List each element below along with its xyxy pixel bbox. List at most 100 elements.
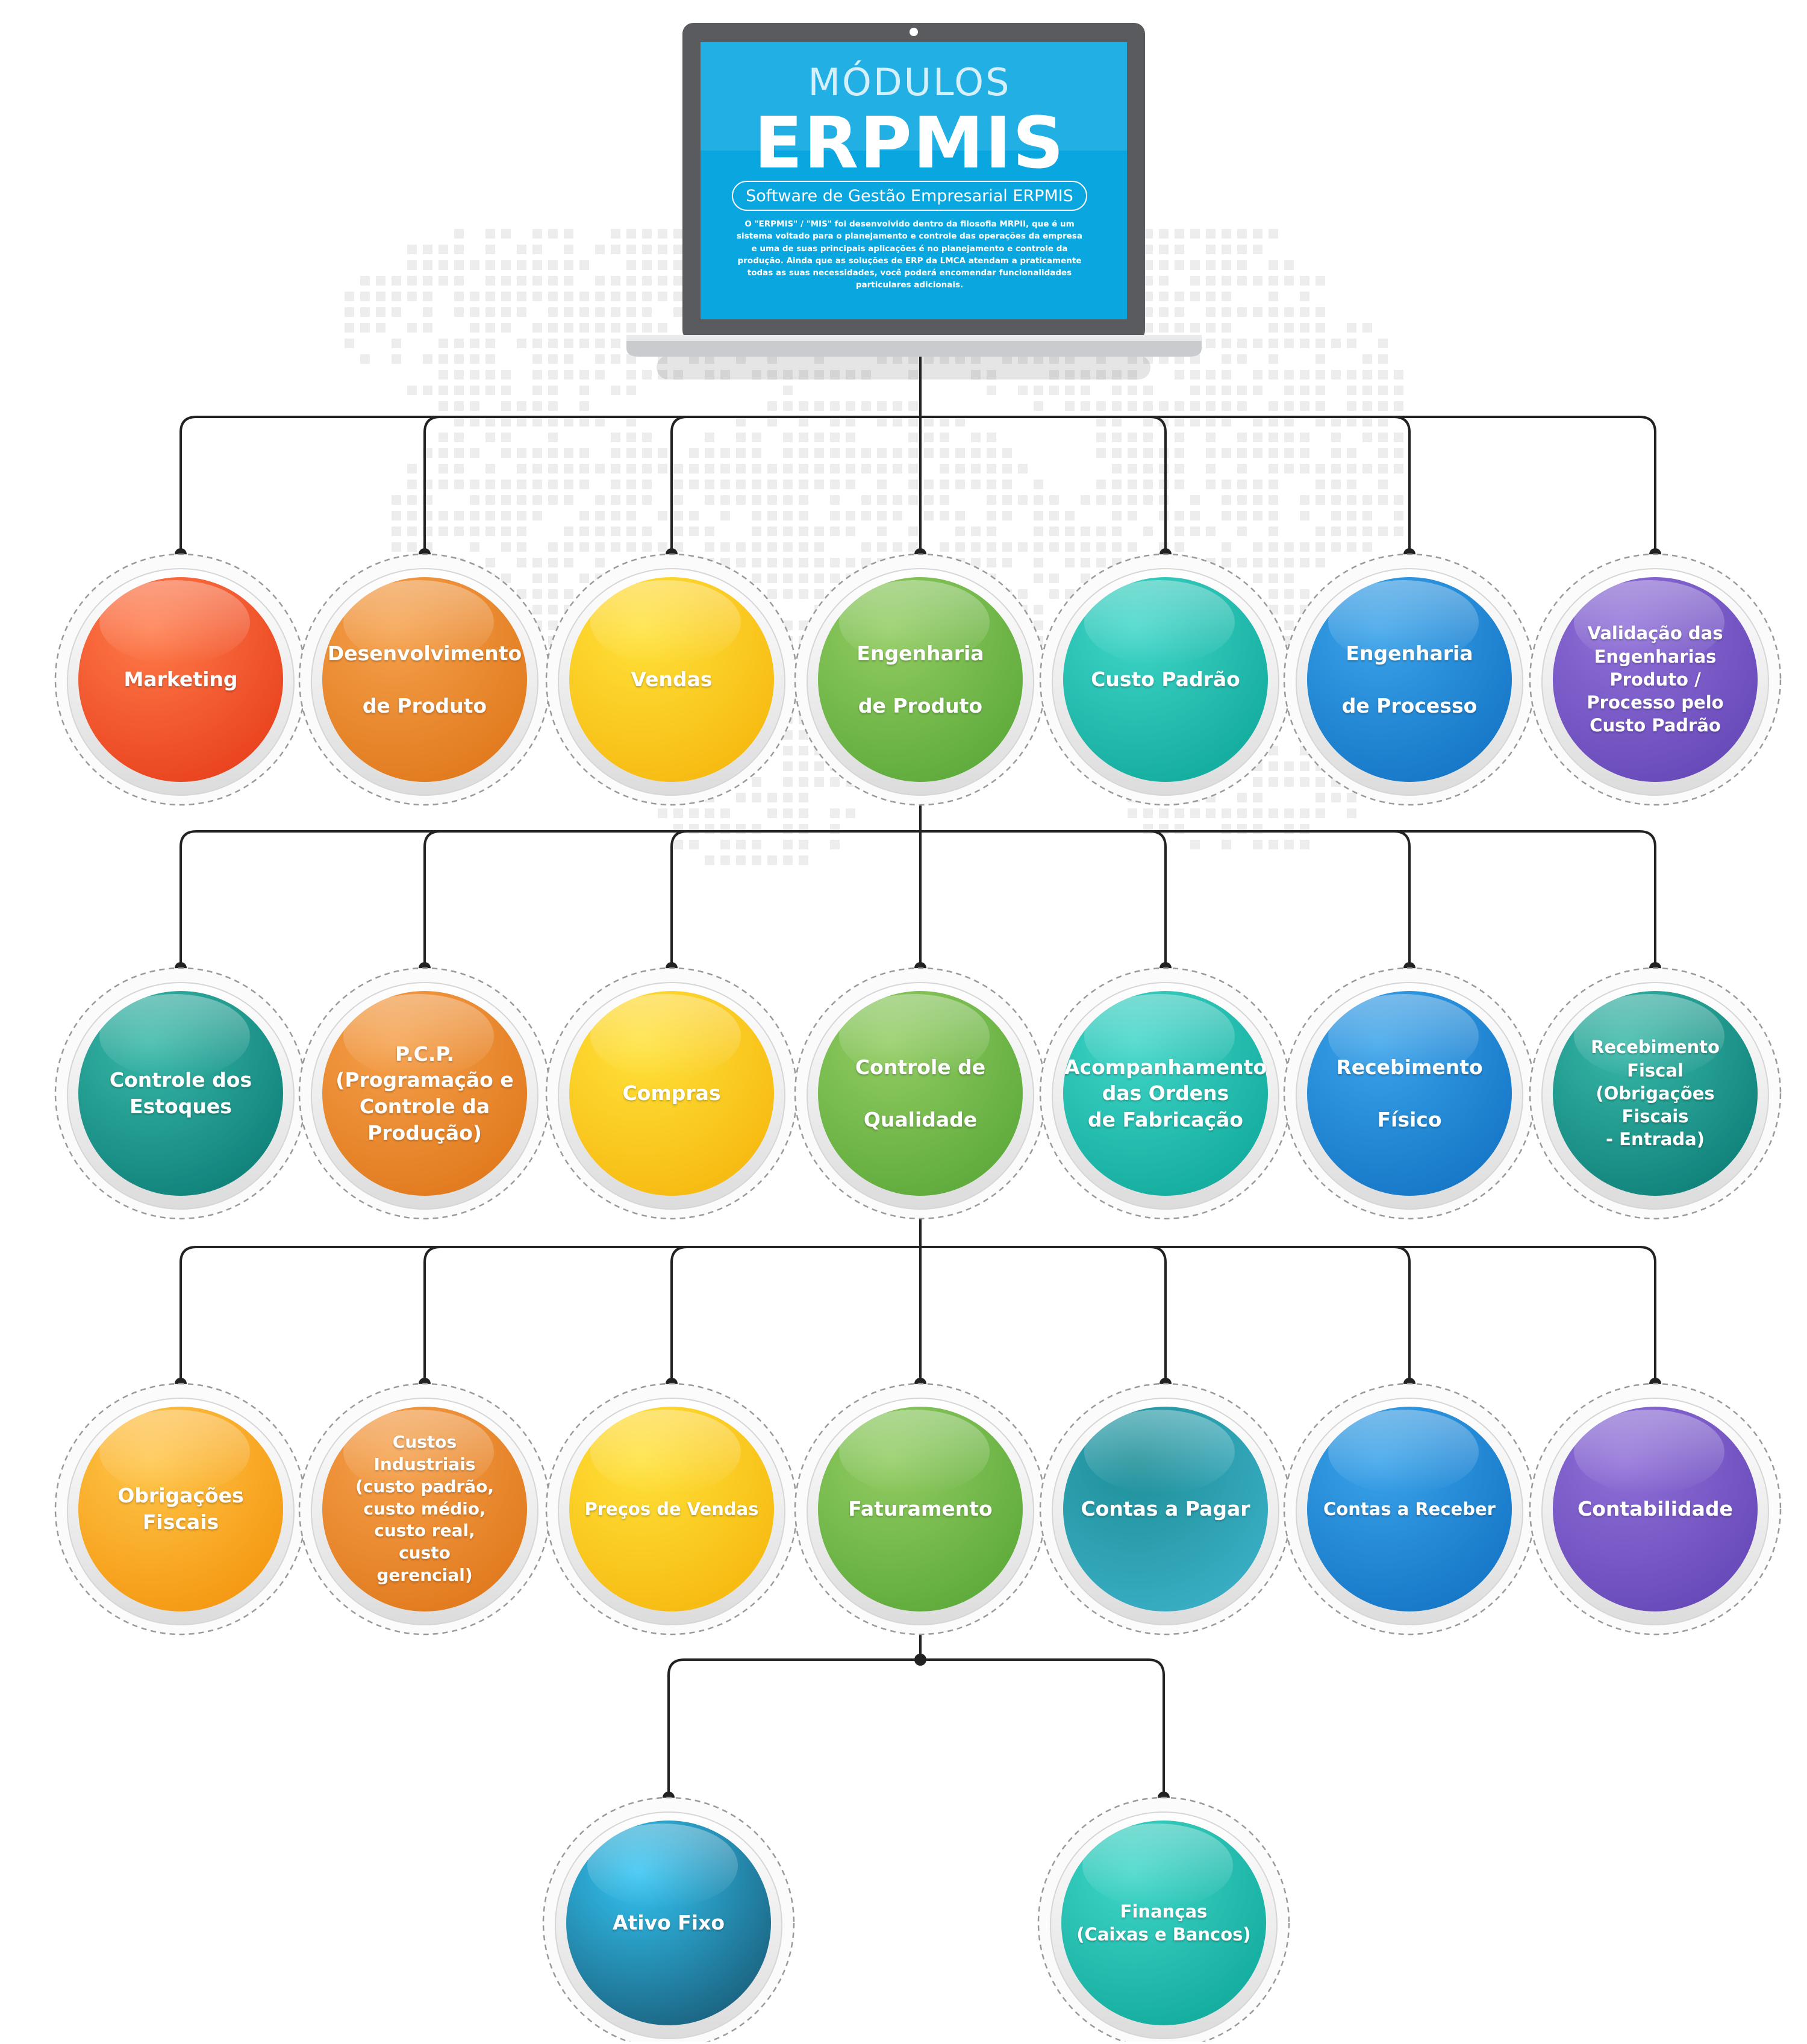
map-dot bbox=[767, 401, 777, 411]
map-dot bbox=[1206, 245, 1216, 254]
map-dot bbox=[752, 855, 761, 865]
map-dot bbox=[579, 339, 589, 348]
map-dot bbox=[1362, 370, 1372, 380]
map-dot bbox=[470, 401, 479, 411]
map-dot bbox=[345, 292, 354, 301]
map-dot bbox=[1206, 370, 1216, 380]
map-dot bbox=[846, 808, 855, 818]
module-node[interactable] bbox=[54, 553, 307, 806]
module-node[interactable] bbox=[1283, 1383, 1536, 1636]
map-dot bbox=[595, 339, 605, 348]
map-dot bbox=[752, 542, 761, 552]
map-dot bbox=[1347, 417, 1356, 427]
map-dot bbox=[720, 511, 730, 520]
connector-line bbox=[670, 1246, 688, 1384]
map-dot bbox=[579, 527, 589, 536]
map-dot bbox=[532, 245, 542, 254]
map-dot bbox=[783, 370, 793, 380]
map-dot bbox=[1222, 808, 1231, 818]
map-dot bbox=[1159, 495, 1169, 505]
module-node[interactable] bbox=[1529, 1383, 1782, 1636]
module-node[interactable] bbox=[794, 1383, 1047, 1636]
map-dot bbox=[470, 370, 479, 380]
map-dot bbox=[1112, 433, 1122, 442]
map-dot bbox=[532, 260, 542, 270]
map-dot bbox=[1394, 511, 1403, 520]
module-node[interactable] bbox=[1529, 967, 1782, 1220]
map-dot bbox=[1143, 307, 1153, 317]
map-dot bbox=[1175, 542, 1184, 552]
map-dot bbox=[360, 307, 370, 317]
map-dot bbox=[423, 245, 432, 254]
map-dot bbox=[517, 527, 526, 536]
map-dot bbox=[517, 558, 526, 567]
map-dot bbox=[1112, 464, 1122, 473]
module-node[interactable] bbox=[1529, 553, 1782, 806]
map-dot bbox=[1237, 276, 1247, 286]
map-dot bbox=[579, 401, 589, 411]
map-dot bbox=[438, 511, 448, 520]
laptop-shadow bbox=[657, 355, 1150, 380]
map-dot bbox=[1237, 245, 1247, 254]
map-dot bbox=[830, 417, 840, 427]
module-node[interactable] bbox=[1283, 553, 1536, 806]
map-dot bbox=[1300, 840, 1309, 849]
map-dot bbox=[1190, 511, 1200, 520]
map-dot bbox=[1331, 480, 1341, 489]
module-node[interactable] bbox=[545, 967, 798, 1220]
module-node[interactable] bbox=[1039, 553, 1292, 806]
map-dot bbox=[564, 354, 573, 364]
map-dot bbox=[720, 480, 730, 489]
module-node[interactable] bbox=[1039, 1383, 1292, 1636]
map-dot bbox=[1269, 480, 1278, 489]
module-node[interactable] bbox=[545, 1383, 798, 1636]
map-dot bbox=[908, 417, 918, 427]
connector-line bbox=[667, 1658, 685, 1798]
map-dot bbox=[1190, 229, 1200, 239]
map-dot bbox=[532, 464, 542, 473]
map-dot bbox=[1300, 448, 1309, 458]
map-dot bbox=[720, 808, 730, 818]
map-dot bbox=[438, 276, 448, 286]
map-dot bbox=[517, 464, 526, 473]
module-node[interactable] bbox=[298, 967, 551, 1220]
map-dot bbox=[1269, 370, 1278, 380]
map-dot bbox=[1002, 511, 1012, 520]
module-node[interactable] bbox=[542, 1796, 795, 2044]
map-dot bbox=[767, 793, 777, 802]
map-dot bbox=[517, 276, 526, 286]
module-gloss bbox=[343, 580, 494, 664]
map-dot bbox=[689, 464, 699, 473]
module-node[interactable] bbox=[794, 553, 1047, 806]
module-node[interactable] bbox=[794, 967, 1047, 1220]
laptop-tagline: Software de Gestão Empresarial ERPMIS bbox=[732, 181, 1087, 211]
map-dot bbox=[1065, 370, 1075, 380]
map-dot bbox=[611, 245, 620, 254]
map-dot bbox=[1362, 542, 1372, 552]
module-node[interactable] bbox=[1283, 967, 1536, 1220]
map-dot bbox=[626, 448, 636, 458]
map-dot bbox=[1300, 589, 1309, 599]
map-dot bbox=[564, 276, 573, 286]
module-node[interactable] bbox=[545, 553, 798, 806]
map-dot bbox=[720, 840, 730, 849]
map-dot bbox=[595, 370, 605, 380]
module-node[interactable] bbox=[298, 553, 551, 806]
module-node[interactable] bbox=[298, 1383, 551, 1636]
module-node[interactable] bbox=[54, 1383, 307, 1636]
module-node[interactable] bbox=[1037, 1796, 1290, 2044]
map-dot bbox=[783, 480, 793, 489]
map-dot bbox=[1143, 808, 1153, 818]
module-node[interactable] bbox=[1039, 967, 1292, 1220]
map-dot bbox=[626, 323, 636, 333]
map-dot bbox=[1034, 620, 1043, 630]
module-node[interactable] bbox=[54, 967, 307, 1220]
map-dot bbox=[1190, 323, 1200, 333]
map-dot bbox=[846, 511, 855, 520]
map-dot bbox=[579, 511, 589, 520]
map-dot bbox=[689, 448, 699, 458]
map-dot bbox=[407, 527, 417, 536]
map-dot bbox=[767, 527, 777, 536]
map-dot bbox=[1159, 260, 1169, 270]
map-dot bbox=[1269, 777, 1278, 787]
